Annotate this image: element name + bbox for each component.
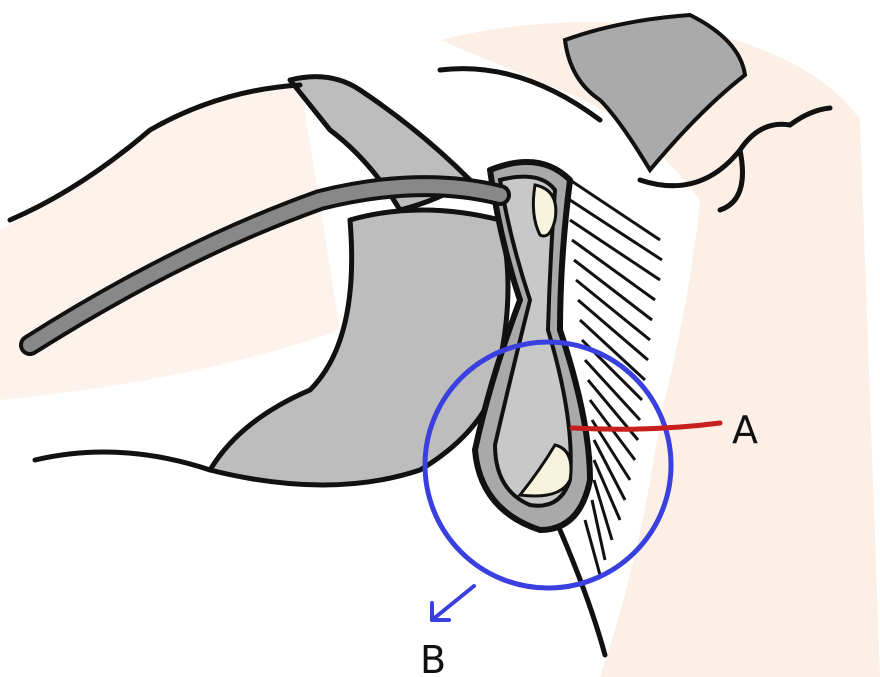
skin-background (440, 22, 880, 677)
skin-left (0, 80, 340, 400)
clavicle-strap-fill (23, 179, 507, 352)
arrow-b-icon (430, 584, 476, 622)
pointer-a-line (569, 420, 723, 432)
cartilage-lower (517, 443, 573, 498)
label-b: B (420, 638, 447, 677)
label-a: A (732, 408, 758, 452)
region-b-circle (422, 339, 674, 591)
cartilage-upper (531, 183, 558, 238)
outline-lines (7, 66, 833, 658)
coracoid (562, 12, 748, 174)
